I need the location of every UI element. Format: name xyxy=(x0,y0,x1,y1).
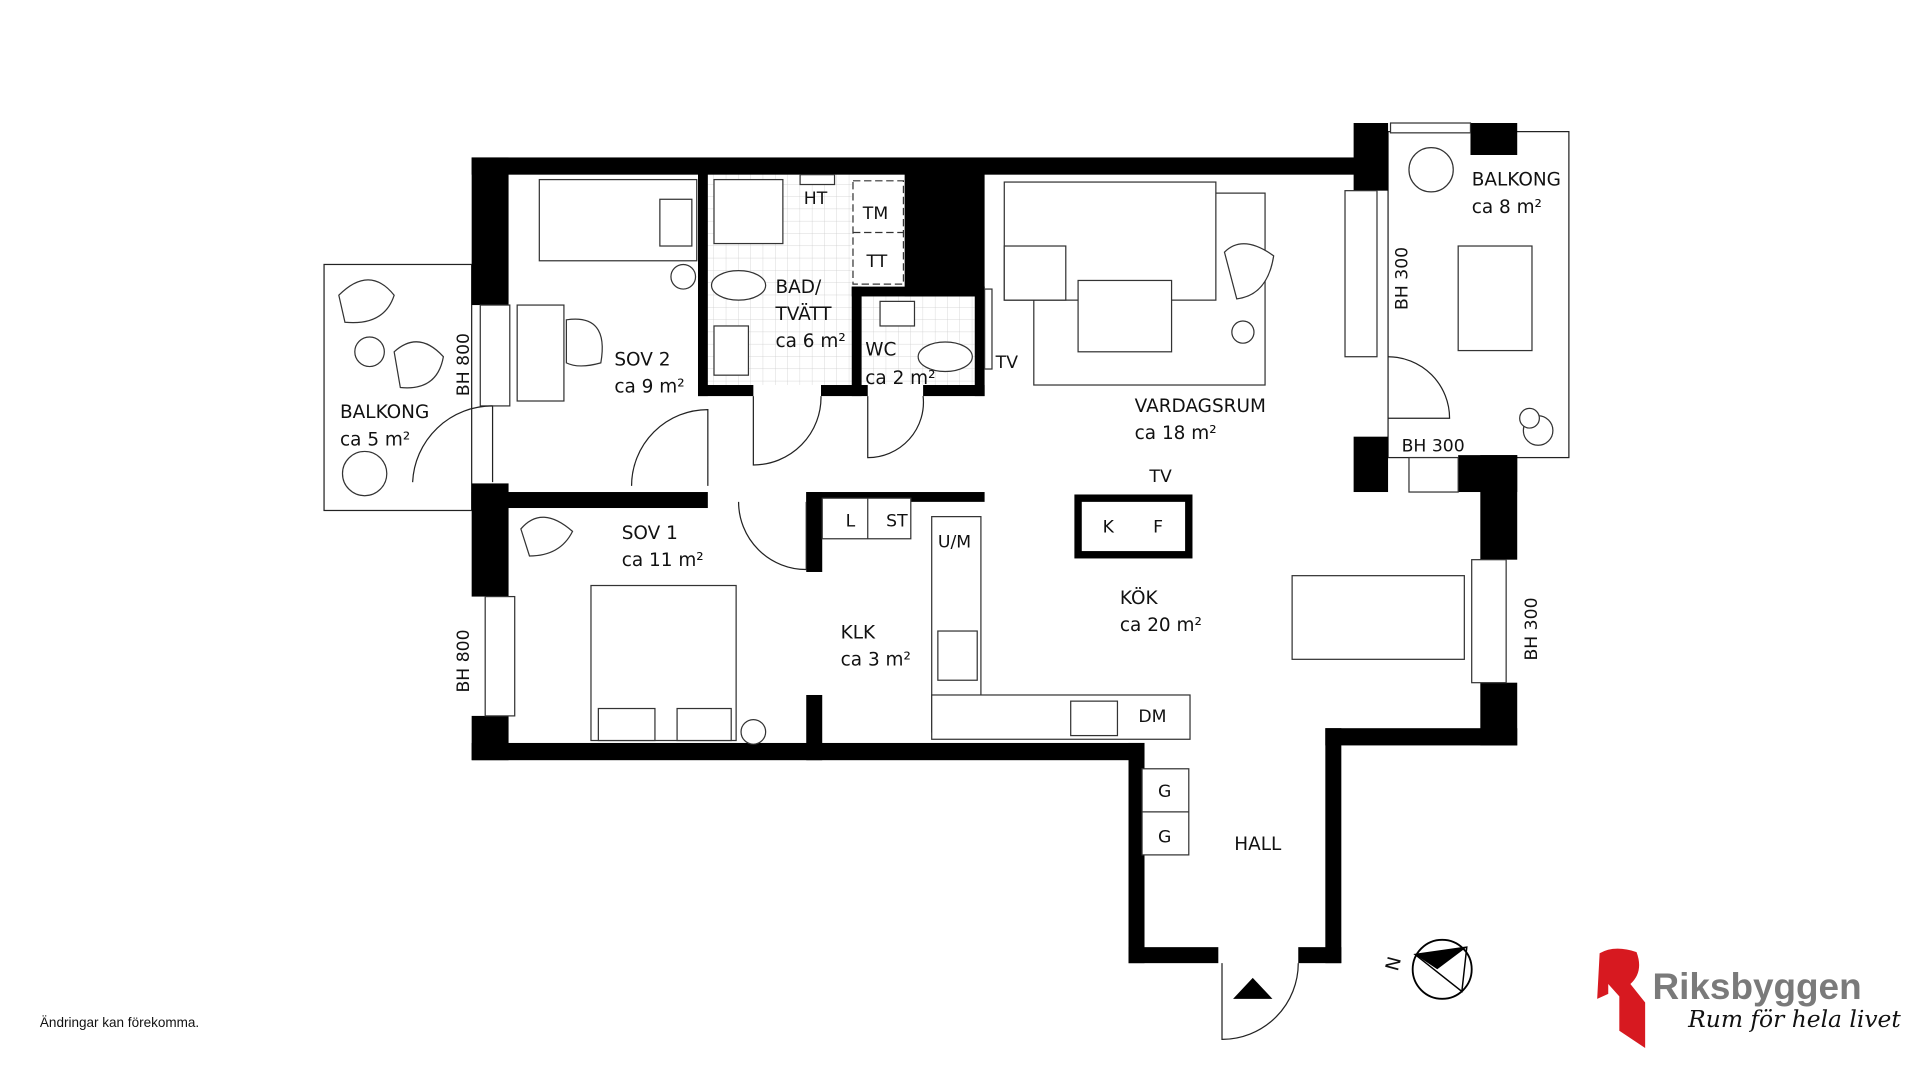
fixture-tv-living: TV xyxy=(1148,467,1172,487)
bh-sov2: BH 800 xyxy=(454,333,474,396)
walls xyxy=(471,123,1518,964)
fixture-l: L xyxy=(846,511,856,531)
doors xyxy=(412,356,1451,1041)
room-kok-area: ca 20 m² xyxy=(1120,615,1202,636)
compass-label: N xyxy=(1382,954,1406,973)
room-kok-name: KÖK xyxy=(1120,587,1159,609)
room-sov2-name: SOV 2 xyxy=(614,349,670,370)
windows xyxy=(479,122,1507,717)
furniture xyxy=(338,146,1554,856)
logo-slogan: Rum för hela livet xyxy=(1687,1005,1901,1033)
bh-living: BH 300 xyxy=(1393,247,1413,310)
fixture-tt: TT xyxy=(866,252,888,272)
room-sov1-name: SOV 1 xyxy=(622,523,678,544)
room-balkong-right-name: BALKONG xyxy=(1472,170,1561,191)
room-wc-name: WC xyxy=(865,339,896,360)
entrance-arrow-icon xyxy=(1233,977,1273,999)
fixture-labels: HT TM TT TV TV K F L ST U/M DM G G xyxy=(804,189,1172,847)
fixture-f: F xyxy=(1153,518,1163,538)
fixture-tm: TM xyxy=(862,204,888,224)
room-bad-name2: TVÄTT xyxy=(774,304,832,325)
room-labels: SOV 2 ca 9 m² BAD/ TVÄTT ca 6 m² WC ca 2… xyxy=(340,170,1561,855)
room-hall-name: HALL xyxy=(1234,834,1282,855)
north-compass: N xyxy=(1382,938,1473,1000)
room-bad-area: ca 6 m² xyxy=(775,331,845,352)
balcony-left xyxy=(323,263,473,512)
fixture-tv-wc: TV xyxy=(995,353,1019,373)
logo-mark-icon xyxy=(1597,948,1646,1049)
fixture-ht: HT xyxy=(804,189,828,209)
bh-sov1: BH 800 xyxy=(454,629,474,692)
logo-brand: Riksbyggen xyxy=(1653,966,1862,1007)
room-balkong-left-area: ca 5 m² xyxy=(340,429,410,450)
fixture-st: ST xyxy=(886,511,908,531)
bh-balcony-bottom: BH 300 xyxy=(1402,436,1465,456)
riksbyggen-logo: Riksbyggen Rum för hela livet xyxy=(1597,948,1901,1049)
room-klk-name: KLK xyxy=(841,622,876,643)
room-vardagsrum-area: ca 18 m² xyxy=(1135,423,1217,444)
room-sov2-area: ca 9 m² xyxy=(614,376,684,397)
room-balkong-right-area: ca 8 m² xyxy=(1472,197,1542,218)
fixture-dm: DM xyxy=(1138,707,1166,727)
bh-kitchen: BH 300 xyxy=(1522,597,1542,660)
fixture-um: U/M xyxy=(938,532,971,552)
room-bad-name1: BAD/ xyxy=(775,277,821,298)
room-sov1-area: ca 11 m² xyxy=(622,550,704,571)
fixture-k: K xyxy=(1103,518,1115,538)
room-wc-area: ca 2 m² xyxy=(865,368,935,389)
window-height-labels: BH 800 BH 800 BH 300 BH 300 BH 300 xyxy=(454,247,1542,693)
room-balkong-left-name: BALKONG xyxy=(340,402,429,423)
fixture-g1: G xyxy=(1158,782,1171,802)
room-klk-area: ca 3 m² xyxy=(841,649,911,670)
fixture-g2: G xyxy=(1158,828,1171,848)
footnote: Ändringar kan förekomma. xyxy=(40,1015,199,1030)
room-vardagsrum-name: VARDAGSRUM xyxy=(1135,396,1266,417)
